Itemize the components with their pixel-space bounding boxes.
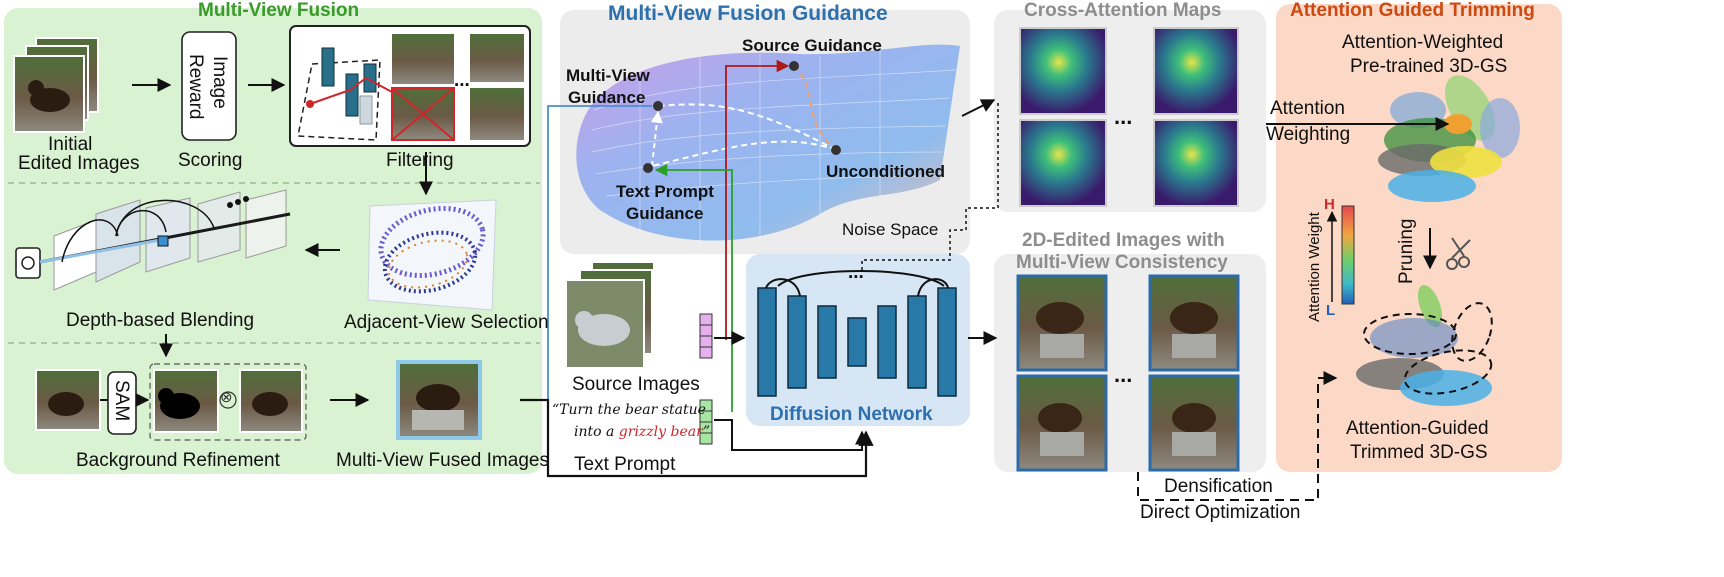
- trimmed-3dgs-2: Trimmed 3D-GS: [1350, 442, 1488, 463]
- unet-dots: ...: [848, 262, 864, 283]
- pruning-label: Pruning: [1396, 218, 1417, 285]
- cross-attention-title: Cross-Attention Maps: [1024, 0, 1222, 21]
- multi-view-guidance-2: Guidance: [568, 88, 646, 107]
- scale-low-label: L: [1326, 302, 1336, 319]
- attention-weight-axis-label: Attention Weight: [1306, 212, 1323, 322]
- background-refinement-label: Background Refinement: [76, 450, 280, 471]
- prompt-text-line-1: “Turn the bear statue: [552, 402, 706, 418]
- prompt-text-grizzly: grizzly bear: [618, 424, 703, 440]
- scoring-label: Scoring: [178, 150, 243, 171]
- densification-label: Densification: [1164, 476, 1273, 497]
- text-prompt-label: Text Prompt: [574, 454, 676, 475]
- diffusion-network-label: Diffusion Network: [770, 404, 933, 425]
- trimming-title: Attention Guided Trimming: [1290, 0, 1535, 21]
- fusion-title: Multi-View Fusion: [198, 0, 360, 21]
- attention-weighting-2: Weighting: [1266, 124, 1351, 145]
- otimes-symbol: ⊗: [220, 389, 233, 406]
- text-prompt-guidance-1: Text Prompt: [616, 182, 714, 201]
- direct-optimization-label: Direct Optimization: [1140, 502, 1301, 523]
- fused-images-label: Multi-View Fused Images: [336, 450, 549, 471]
- initial-label-1: Initial: [48, 134, 93, 155]
- guidance-title: Multi-View Fusion Guidance: [608, 2, 888, 25]
- prompt-text-close: ”: [702, 424, 710, 440]
- filtering-dots: ...: [454, 70, 470, 91]
- filtering-label: Filtering: [386, 150, 454, 171]
- source-images-label: Source Images: [572, 374, 700, 395]
- depth-blending-label: Depth-based Blending: [66, 310, 255, 331]
- source-guidance-label: Source Guidance: [742, 36, 882, 55]
- edited-dots: ...: [1114, 362, 1133, 387]
- scale-high-label: H: [1324, 196, 1335, 213]
- weighted-3dgs-2: Pre-trained 3D-GS: [1350, 56, 1508, 77]
- prompt-text-line-2: into a grizzly bear”: [574, 424, 710, 440]
- initial-label-2: Edited Images: [18, 153, 140, 174]
- attention-weighting-1: Attention: [1270, 98, 1345, 119]
- prompt-text-into: into a: [574, 424, 619, 440]
- weighted-3dgs-1: Attention-Weighted: [1342, 32, 1504, 53]
- image-reward-label-1: Image: [209, 56, 230, 109]
- edited-title-1: 2D-Edited Images with: [1022, 230, 1225, 251]
- image-reward-label-2: Reward: [185, 54, 206, 120]
- trimmed-3dgs-1: Attention-Guided: [1346, 418, 1489, 439]
- edited-title-2: Multi-View Consistency: [1016, 252, 1228, 273]
- adjacent-view-label: Adjacent-View Selection: [344, 312, 549, 333]
- sam-label: SAM: [111, 380, 132, 422]
- cross-attention-dots: ...: [1114, 104, 1133, 129]
- noise-space-label: Noise Space: [842, 220, 939, 239]
- text-prompt-guidance-2: Guidance: [626, 204, 704, 223]
- multi-view-guidance-1: Multi-View: [566, 66, 650, 85]
- unconditioned-label: Unconditioned: [826, 162, 945, 181]
